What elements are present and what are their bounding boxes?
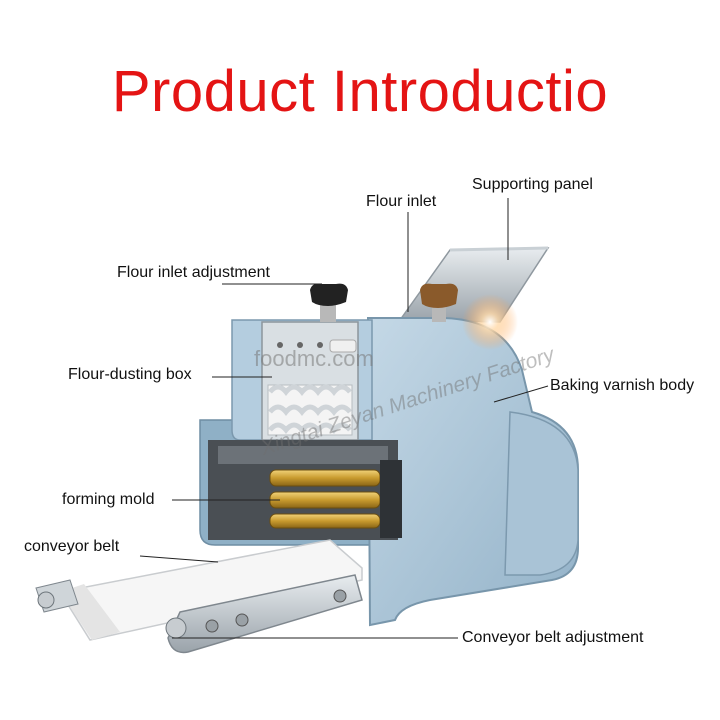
forming-mold <box>208 440 402 540</box>
light-flare <box>462 294 518 350</box>
leader-lines <box>139 198 549 639</box>
label-forming-mold: forming mold <box>62 491 155 508</box>
label-flour-inlet: Flour inlet <box>366 193 437 210</box>
flour-dusting-box <box>261 321 359 441</box>
flour-inlet-knob <box>420 283 458 322</box>
label-supporting-panel: Supporting panel <box>472 176 593 193</box>
label-conveyor-belt: conveyor belt <box>24 538 120 555</box>
conveyor-belt <box>35 539 363 654</box>
label-baking-varnish-body: Baking varnish body <box>550 377 695 394</box>
label-conveyor-belt-adjustment: Conveyor belt adjustment <box>462 629 644 646</box>
flour-inlet-adjustment-knob <box>310 283 348 322</box>
page-title: Product Introductio <box>111 59 609 124</box>
label-flour-dusting-box: Flour-dusting box <box>68 366 192 383</box>
watermark-site: foodmc.com <box>254 346 374 371</box>
label-flour-inlet-adjustment: Flour inlet adjustment <box>117 264 270 281</box>
